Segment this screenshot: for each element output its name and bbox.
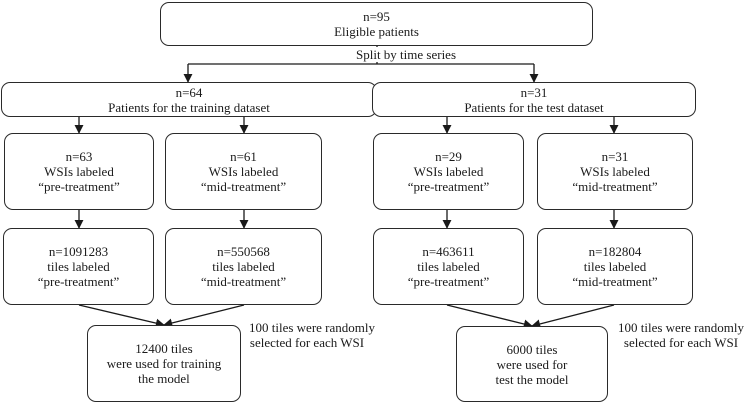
node-train-pre-tiles: n=1091283 tiles labeled “pre-treatment”: [3, 228, 154, 305]
node-label: were used for training: [106, 356, 222, 371]
node-test-dataset: n=31 Patients for the test dataset: [372, 82, 696, 117]
node-training-dataset: n=64 Patients for the training dataset: [1, 82, 377, 117]
node-label: “mid-treatment”: [572, 179, 658, 194]
node-label: were used for: [496, 356, 568, 372]
arrow-train-pre-to-result: [78, 304, 165, 328]
node-train-mid-tiles: n=550568 tiles labeled “mid-treatment”: [165, 228, 322, 305]
node-test-result: 6000 tiles were used for test the model: [456, 326, 608, 402]
arrow-test-mid-to-result: [531, 304, 615, 329]
node-count: n=182804: [588, 244, 642, 259]
node-eligible-patients: n=95 Eligible patients: [160, 2, 593, 46]
node-label: tiles labeled: [47, 259, 110, 274]
test-sampling-note: 100 tiles were randomly selected for eac…: [616, 320, 746, 350]
note-line: selected for each WSI: [623, 335, 739, 350]
node-label: Patients for the test dataset: [464, 99, 604, 115]
node-count: n=463611: [422, 244, 475, 259]
node-count: n=550568: [217, 244, 270, 259]
node-test-pre-wsi: n=29 WSIs labeled “pre-treatment”: [373, 133, 524, 210]
arrow-test-pre-to-result: [446, 304, 533, 329]
node-label: “mid-treatment”: [572, 274, 658, 289]
node-label: the model: [138, 371, 190, 386]
node-count: n=95: [363, 9, 390, 24]
node-label: “pre-treatment”: [407, 274, 490, 289]
node-test-pre-tiles: n=463611 tiles labeled “pre-treatment”: [373, 228, 524, 305]
node-label: WSIs labeled: [208, 164, 279, 179]
node-count: n=1091283: [48, 244, 109, 259]
node-count: 12400 tiles: [135, 341, 193, 356]
node-count: n=29: [435, 149, 462, 164]
note-line: 100 tiles were randomly: [618, 320, 744, 335]
node-label: Patients for the training dataset: [108, 99, 270, 115]
node-label: test the model: [495, 371, 569, 387]
note-line: selected for each WSI: [249, 335, 365, 350]
node-count: n=61: [230, 149, 257, 164]
node-test-mid-wsi: n=31 WSIs labeled “mid-treatment”: [537, 133, 693, 210]
node-label: “pre-treatment”: [407, 179, 490, 194]
node-label: WSIs labeled: [413, 164, 484, 179]
node-count: n=31: [520, 84, 548, 100]
node-test-mid-tiles: n=182804 tiles labeled “mid-treatment”: [537, 228, 693, 305]
node-count: n=63: [65, 149, 93, 164]
node-count: n=31: [601, 149, 629, 164]
node-label: “mid-treatment”: [200, 274, 287, 289]
node-label: tiles labeled: [417, 259, 480, 274]
split-label: Split by time series: [347, 47, 465, 62]
node-label: “pre-treatment”: [37, 274, 120, 289]
node-training-result: 12400 tiles were used for training the m…: [87, 325, 241, 402]
node-label: Eligible patients: [334, 24, 419, 39]
node-label: “mid-treatment”: [200, 179, 287, 194]
node-label: “pre-treatment”: [38, 179, 120, 194]
arrow-train-mid-to-result: [163, 304, 245, 328]
node-label: WSIs labeled: [44, 164, 114, 179]
node-label: tiles labeled: [212, 259, 275, 274]
train-sampling-note: 100 tiles were randomly selected for eac…: [249, 320, 375, 350]
node-train-pre-wsi: n=63 WSIs labeled “pre-treatment”: [4, 133, 154, 210]
node-label: WSIs labeled: [580, 164, 650, 179]
node-count: n=64: [175, 84, 203, 100]
node-train-mid-wsi: n=61 WSIs labeled “mid-treatment”: [165, 133, 322, 210]
node-label: tiles labeled: [583, 259, 647, 274]
node-count: 6000 tiles: [506, 341, 558, 357]
note-line: 100 tiles were randomly: [249, 320, 375, 335]
